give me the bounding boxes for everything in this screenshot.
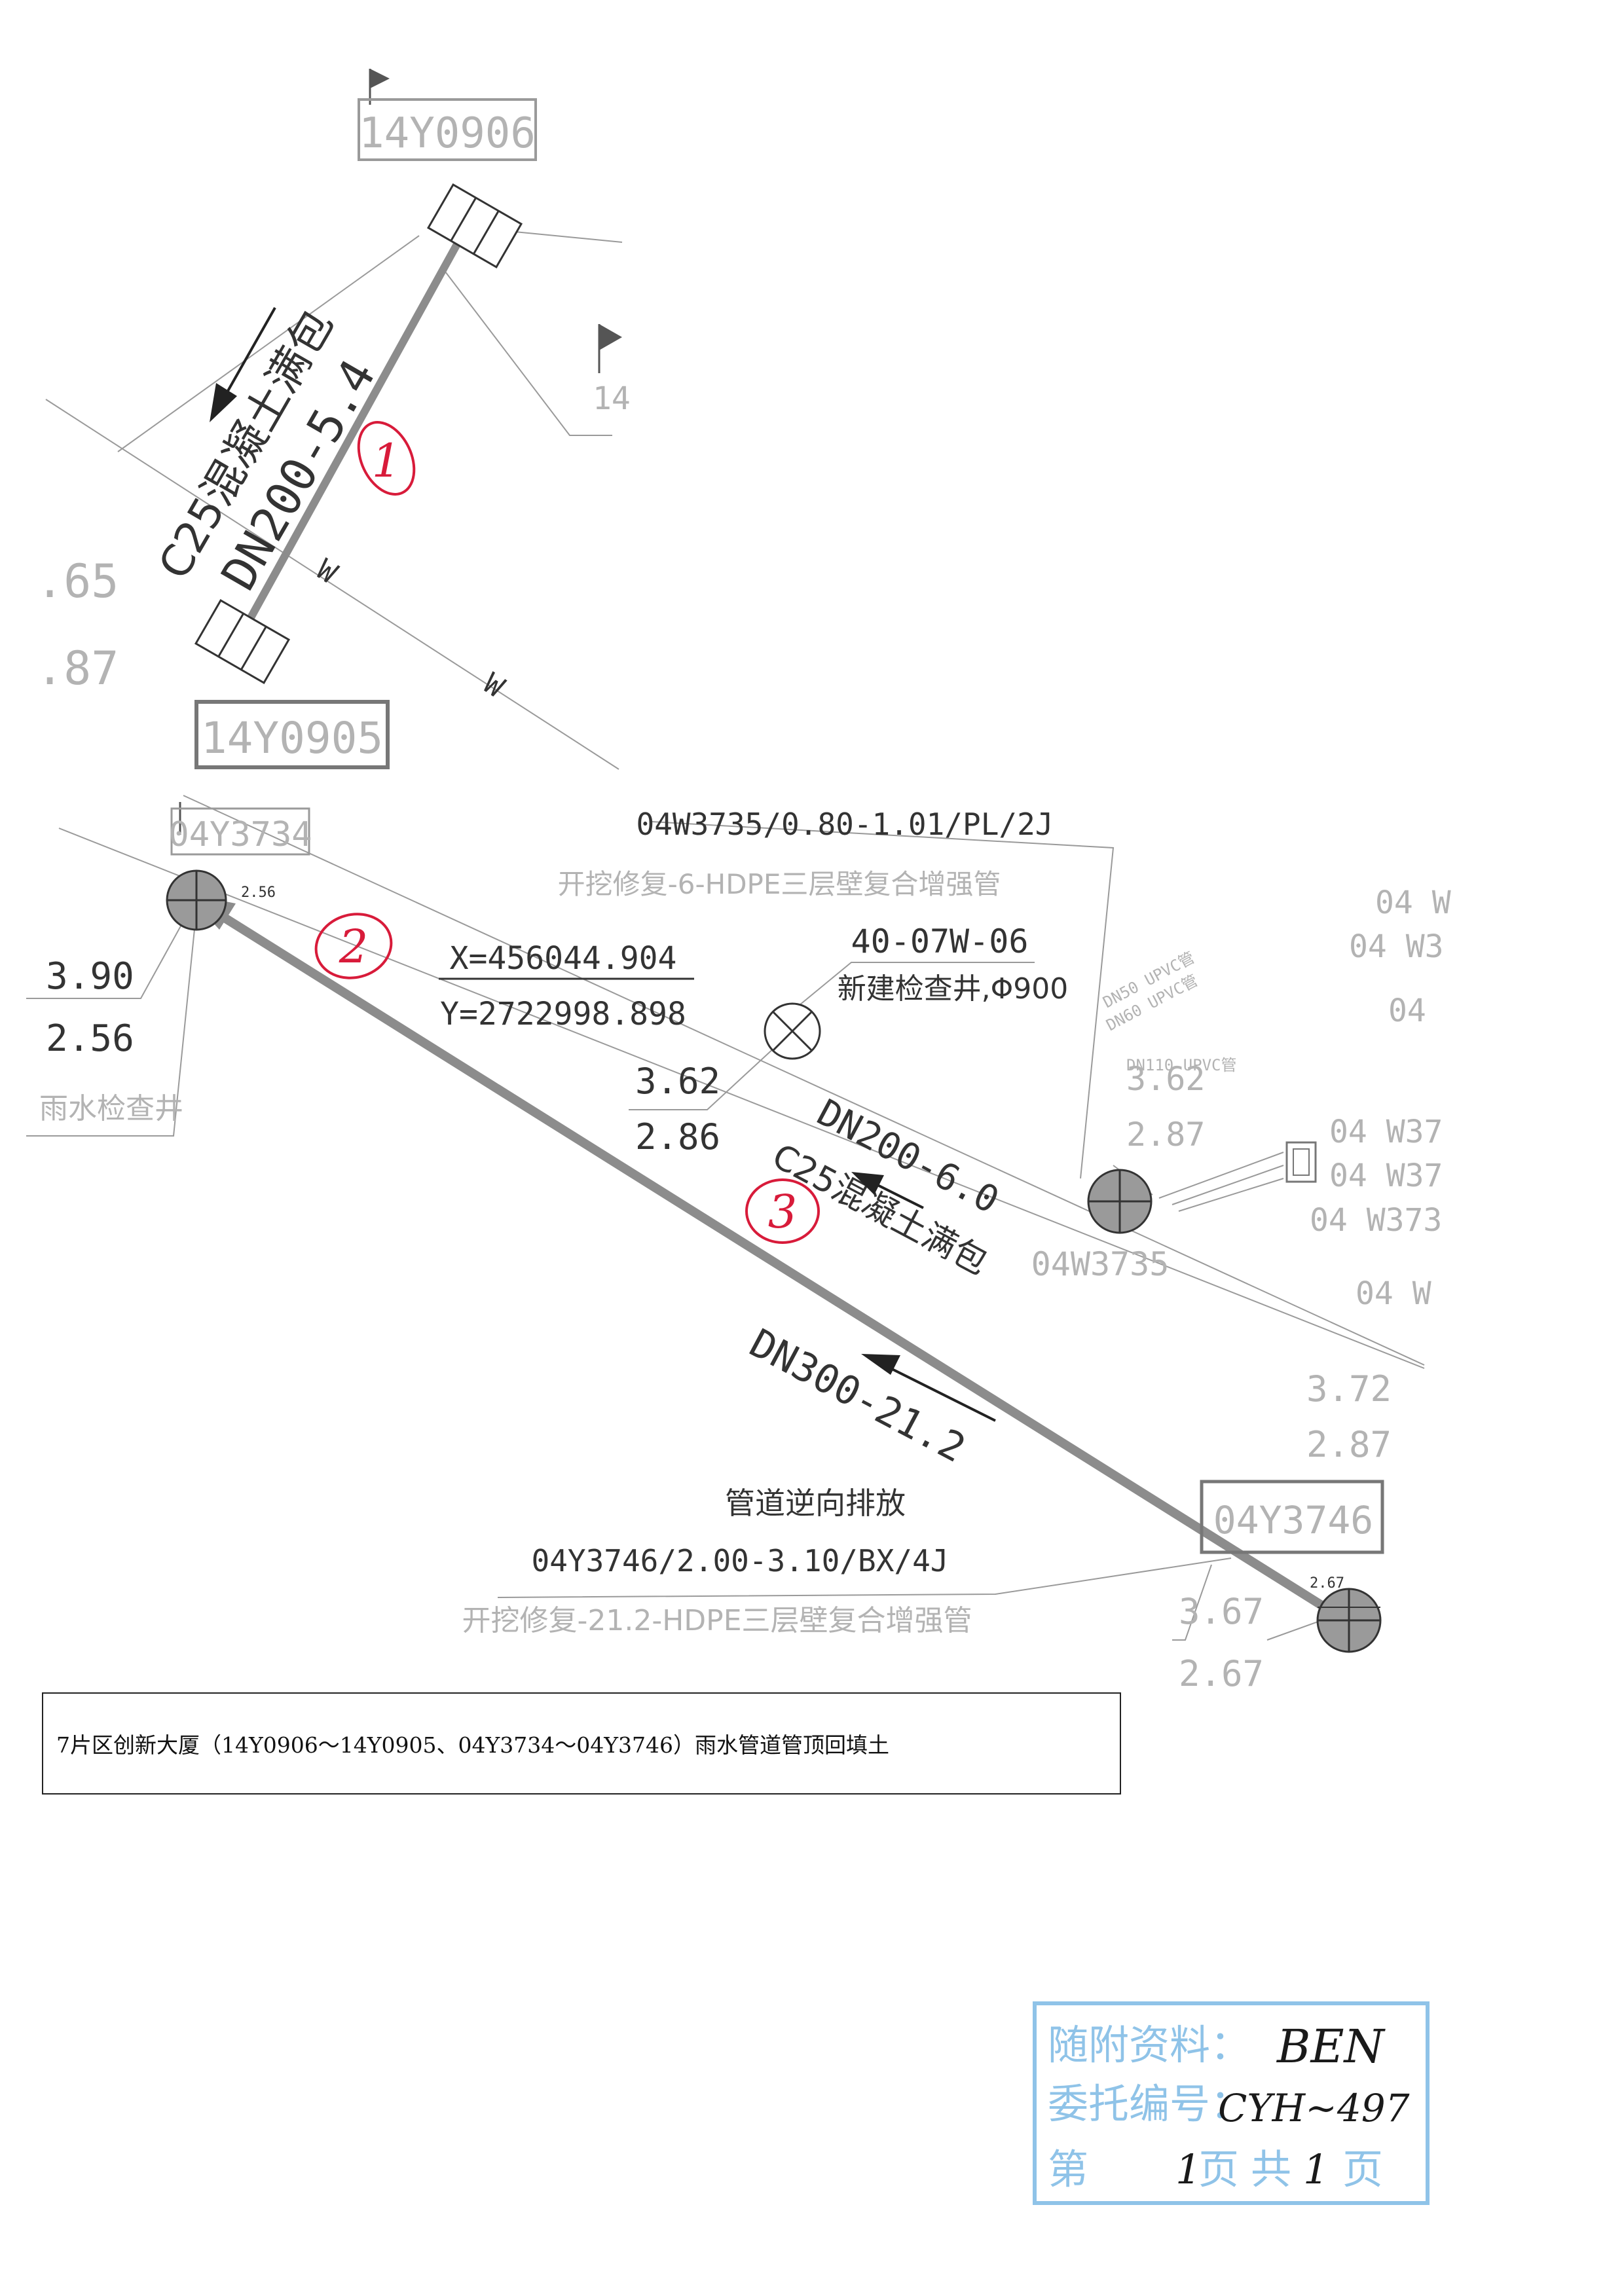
edge-label: 04 W37 <box>1329 1157 1443 1194</box>
w-main-spec-label: 04W3735/0.80-1.01/PL/2J <box>637 807 1054 842</box>
mark-2: 2 <box>339 920 369 974</box>
elev-new-well-top: 3.62 <box>635 1061 720 1102</box>
stamp-signature-2: CYH~497 <box>1218 2086 1410 2130</box>
elev-left-top-2: .87 <box>36 642 119 695</box>
well-id-04y3734: 04Y3734 <box>168 815 312 854</box>
mark-3: 3 <box>768 1185 798 1239</box>
well-id-04y3746: 04Y3746 <box>1213 1498 1373 1542</box>
elev-w3735-top: 3.62 <box>1126 1060 1205 1098</box>
well-14y0905-symbol[interactable] <box>194 599 291 684</box>
well-id-14y0905: 14Y0905 <box>201 713 383 763</box>
manhole-new-40-07w-06-symbol[interactable] <box>764 1002 821 1060</box>
edge-partial-labels: 04 W 04 W3 04 04 W37 04 W37 04 W373 04 W… <box>593 380 1451 1312</box>
segment3-annotation: DN200-6.0 C25混凝土满包 <box>766 1091 1005 1283</box>
elev-new-well-bottom: 2.86 <box>635 1116 720 1157</box>
segment2-flow-arrow-icon <box>861 1354 996 1422</box>
stamp-total-num: 1 <box>1303 2145 1329 2193</box>
y-main-spec-label: 04Y3746/2.00-3.10/BX/4J <box>532 1543 949 1578</box>
elev-left-top-1: .65 <box>36 555 119 608</box>
elev-y3746-small: 2.67 <box>1310 1575 1344 1592</box>
stamp-line3-prefix: 第 <box>1048 2145 1088 2193</box>
well-id-04w3735: 04W3735 <box>1031 1245 1170 1283</box>
manhole-04y3746-symbol[interactable] <box>1316 1588 1382 1653</box>
well-id-14y0906: 14Y0906 <box>359 109 536 158</box>
coordinate-x: X=456044.904 <box>450 940 677 977</box>
edge-label: 04 W <box>1375 884 1451 921</box>
coordinate-y: Y=2722998.898 <box>440 996 686 1032</box>
well-14y0906-symbol[interactable] <box>426 183 523 268</box>
w-pipe-marker: W <box>477 666 510 704</box>
w-pipe-marker: W <box>310 553 343 590</box>
stamp-line1: 随附资料： <box>1048 2021 1251 2069</box>
stamp-line3-page: 页 <box>1198 2145 1239 2193</box>
elev-w3735-bottom: 2.87 <box>1126 1116 1205 1154</box>
stamp-line3-suffix: 页 <box>1342 2145 1383 2193</box>
flag-icon <box>179 69 622 835</box>
segment2-note: 管道逆向排放 <box>725 1485 906 1521</box>
segment2-annotation: DN300-21.2 <box>742 1321 972 1472</box>
well-label-04y3746: 04Y3746 <box>1200 1480 1384 1554</box>
attachment-stamp: 随附资料： 委托编号： 第 1 页 共 1 页 BEN CYH~497 <box>1033 2001 1430 2205</box>
caption-text: 7片区创新大厦（14Y0906～14Y0905、04Y3734～04Y3746）… <box>56 1732 890 1758</box>
elev-right-top: 3.72 <box>1306 1368 1392 1410</box>
upvc-label: DN110 UPVC管 <box>1126 1056 1237 1074</box>
stamp-line2: 委托编号： <box>1048 2080 1251 2128</box>
w-main-repair-label: 开挖修复-6-HDPE三层壁复合增强管 <box>558 868 1001 900</box>
elev-right-bottom: 2.87 <box>1306 1424 1392 1465</box>
segment1-flow-arrow-icon <box>210 307 276 422</box>
well-label-14y0906: 14Y0906 <box>358 98 537 161</box>
edge-label: 04 W373 <box>1310 1202 1442 1239</box>
edge-label: 04 <box>1388 993 1426 1029</box>
caption-box: 7片区创新大厦（14Y0906～14Y0905、04Y3734～04Y3746）… <box>42 1692 1121 1795</box>
segment2-size: DN300-21.2 <box>742 1321 972 1472</box>
edge-label: 14 <box>593 380 631 417</box>
mark-1: 1 <box>372 434 401 488</box>
elev-y3734-top: 3.90 <box>46 955 134 998</box>
well-label-14y0905: 14Y0905 <box>194 700 390 769</box>
stamp-line3-total: 共 <box>1251 2145 1291 2193</box>
elevation-labels: .65 .87 3.90 2.56 2.56 3.62 2.86 3.62 2.… <box>36 555 1392 1694</box>
well-label-04y3734: 04Y3734 <box>168 807 312 856</box>
edge-label: 04 W37 <box>1329 1114 1443 1150</box>
handwritten-marks: 1 2 3 <box>314 421 820 1244</box>
rain-well-label: 雨水检查井 <box>39 1092 183 1125</box>
elev-y3746-bottom: 2.67 <box>1179 1653 1264 1694</box>
elev-y3746-top: 3.67 <box>1179 1591 1264 1632</box>
new-well-id: 40-07W-06 <box>851 922 1029 960</box>
new-well-description: 新建检查井,Φ900 <box>838 972 1069 1006</box>
highlighted-pipes <box>194 204 1348 1624</box>
manhole-04w3735-symbol[interactable] <box>1087 1169 1153 1234</box>
edge-label: 04 W <box>1356 1275 1431 1312</box>
edge-label: 04 W3 <box>1349 928 1444 965</box>
elev-y3734-bottom: 2.56 <box>46 1017 134 1060</box>
segment3-flow-arrow-icon <box>851 1172 924 1209</box>
y-main-repair-label: 开挖修复-21.2-HDPE三层壁复合增强管 <box>462 1604 972 1637</box>
stamp-page-num: 1 <box>1175 2145 1201 2193</box>
stamp-signature-1: BEN <box>1276 2020 1386 2073</box>
inlet-box-symbol <box>1285 1141 1317 1183</box>
elev-y3734-small: 2.56 <box>241 884 276 901</box>
manhole-04y3734-symbol[interactable] <box>166 869 227 931</box>
